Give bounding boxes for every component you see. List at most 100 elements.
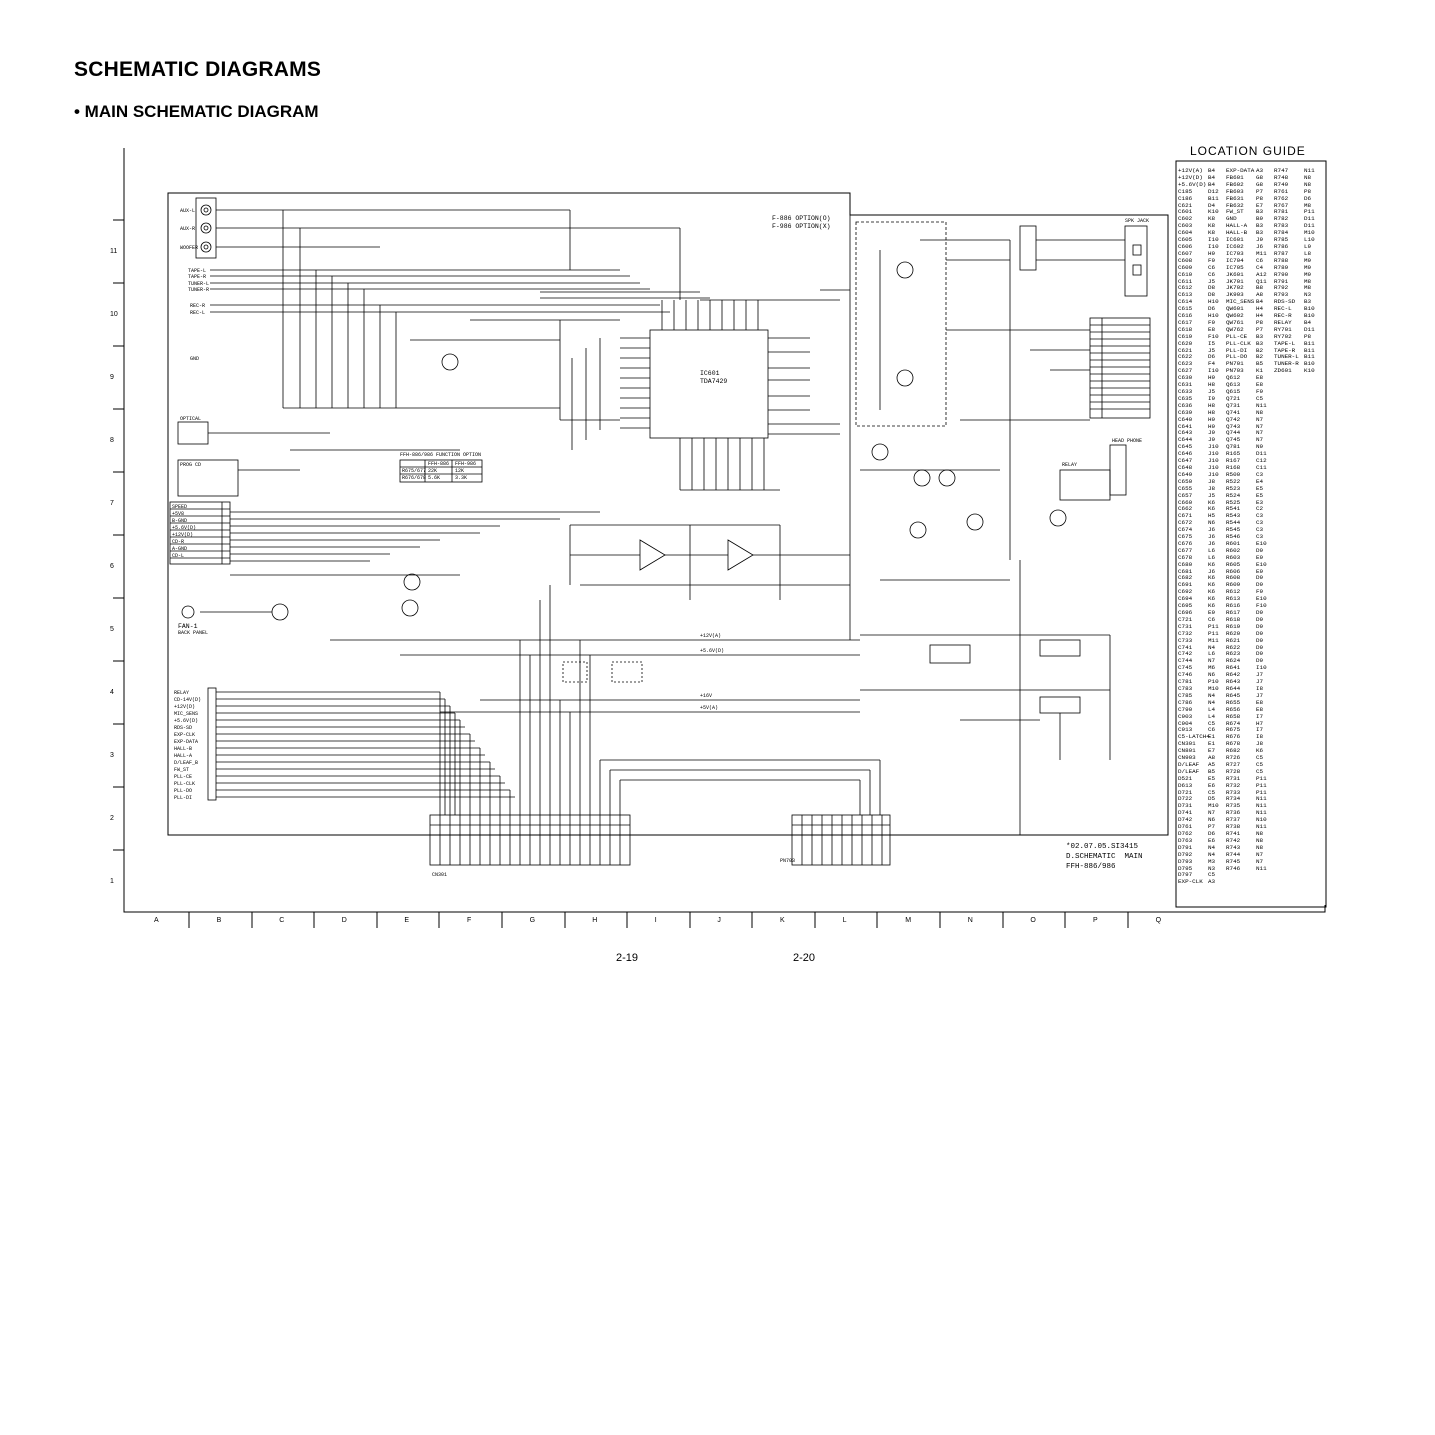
guide-loc: P11 — [1304, 208, 1315, 216]
guide-ref: R613 — [1226, 595, 1241, 603]
guide-ref: R608 — [1226, 574, 1241, 582]
guide-loc: L6 — [1208, 546, 1216, 554]
sig-4: +5.6V(D) — [174, 718, 198, 724]
guide-loc: K6 — [1208, 602, 1216, 610]
speaker-label: SPK JACK — [1125, 218, 1149, 224]
guide-loc: B2 — [1256, 353, 1264, 361]
headphone-relay — [1059, 469, 1111, 501]
guide-ref: R726 — [1226, 754, 1241, 762]
guide-loc: C5 — [1256, 760, 1264, 768]
guide-ref: C649 — [1178, 470, 1193, 478]
column-label: G — [529, 917, 536, 924]
guide-loc: G8 — [1256, 180, 1264, 188]
guide-ref: TUNER-L — [1274, 353, 1299, 361]
guide-ref: JK702 — [1226, 284, 1244, 292]
guide-loc: E8 — [1256, 381, 1264, 389]
guide-loc: C3 — [1256, 519, 1264, 527]
guide-ref: PLL-CE — [1226, 332, 1248, 340]
guide-loc: M10 — [1208, 684, 1219, 692]
guide-loc: Q11 — [1256, 277, 1267, 285]
opamp-ic602a — [639, 539, 666, 571]
guide-loc: D9 — [1256, 629, 1264, 637]
guide-ref: D761 — [1178, 823, 1193, 831]
guide-loc: J6 — [1208, 533, 1216, 541]
row-label: 7 — [110, 500, 114, 507]
guide-ref: C614 — [1178, 298, 1193, 306]
guide-ref: C681 — [1178, 567, 1193, 575]
guide-loc: J8 — [1208, 484, 1216, 492]
guide-ref: C640 — [1178, 415, 1193, 423]
guide-loc: J6 — [1256, 242, 1264, 250]
guide-loc: J10 — [1208, 463, 1219, 471]
guide-ref: C621 — [1178, 201, 1193, 209]
guide-loc: B8 — [1256, 284, 1264, 292]
guide-loc: J8 — [1256, 740, 1264, 748]
guide-loc: J9 — [1208, 436, 1216, 444]
guide-ref: C903 — [1178, 712, 1193, 720]
guide-ref: R735 — [1226, 802, 1241, 810]
guide-ref: C721 — [1178, 615, 1193, 623]
relay-label: RELAY — [1062, 462, 1077, 468]
guide-loc: D12 — [1208, 187, 1219, 195]
pn703-label: PN703 — [780, 858, 795, 864]
guide-ref: R747 — [1274, 168, 1289, 174]
guide-loc: K10 — [1304, 367, 1315, 375]
guide-ref: C742 — [1178, 650, 1193, 658]
guide-loc: A8 — [1208, 754, 1216, 762]
power-amp-connector — [1089, 317, 1151, 419]
page-subtitle: • MAIN SCHEMATIC DIAGRAM — [74, 102, 319, 121]
guide-loc: N8 — [1256, 843, 1264, 851]
column-ticks — [188, 912, 1129, 928]
guide-ref: QW761 — [1226, 318, 1244, 326]
guide-loc: M8 — [1304, 201, 1312, 209]
guide-ref: R616 — [1226, 602, 1241, 610]
cn301-label: CN301 — [432, 872, 447, 878]
stamp-line-2: D.SCHEMATIC MAIN — [1066, 853, 1143, 861]
guide-loc: M11 — [1256, 249, 1267, 257]
guide-ref: C5-LATCH4 — [1178, 733, 1210, 741]
guide-loc: D9 — [1256, 622, 1264, 630]
guide-loc: H10 — [1208, 298, 1219, 306]
option-block — [855, 221, 947, 427]
guide-loc: D6 — [1208, 305, 1216, 313]
guide-ref: C612 — [1178, 284, 1193, 292]
guide-loc: L6 — [1208, 553, 1216, 561]
guide-ref: C617 — [1178, 318, 1193, 326]
rail-label-0: +12V(A) — [700, 633, 721, 639]
guide-ref: C604 — [1178, 229, 1193, 237]
